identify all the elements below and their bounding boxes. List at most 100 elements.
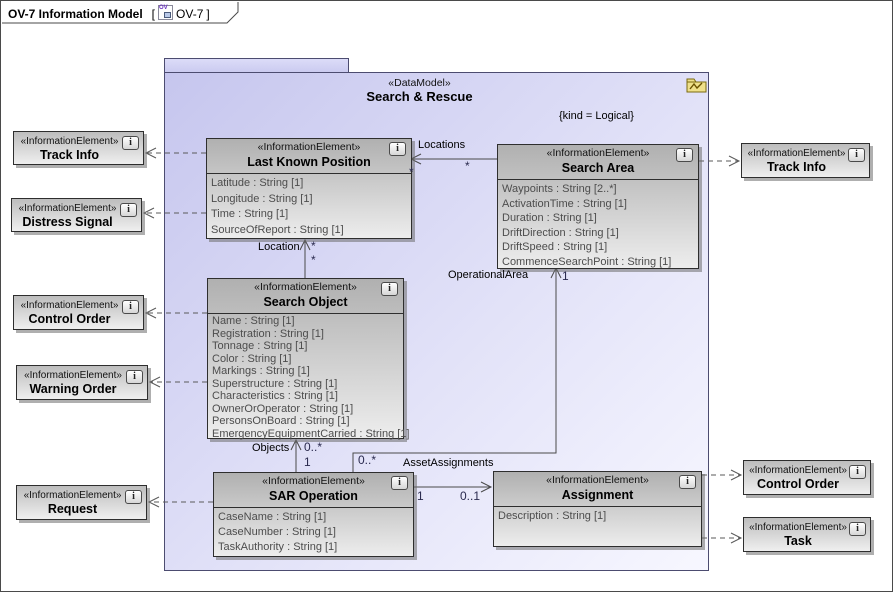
- external-control-order-right[interactable]: «InformationElement» Control Order i: [743, 460, 871, 495]
- stereotype: «InformationElement»: [24, 370, 122, 381]
- attribute: CaseName : String [1]: [218, 511, 327, 523]
- element-name: Track Info: [39, 148, 100, 162]
- class-name: SAR Operation: [269, 489, 358, 503]
- ov7-icon-text: OV: [159, 5, 168, 11]
- ov7-diagram-icon: OV: [158, 5, 174, 20]
- stereotype: «InformationElement»: [262, 475, 365, 487]
- ov7-icon-grid: [164, 12, 172, 18]
- element-name: Warning Order: [29, 382, 117, 396]
- info-icon[interactable]: i: [122, 300, 139, 314]
- class-sar-operation[interactable]: «InformationElement» SAR Operation i Cas…: [213, 472, 414, 557]
- attribute: EmergencyEquipmentCarried : String [1]: [212, 427, 410, 440]
- stereotype: «InformationElement»: [749, 465, 847, 476]
- class-header: «InformationElement» Search Area i: [498, 145, 698, 180]
- stereotype: «InformationElement»: [254, 281, 357, 293]
- class-name: Search Object: [263, 295, 348, 309]
- info-icon[interactable]: i: [391, 476, 408, 490]
- class-assignment[interactable]: «InformationElement» Assignment i Descri…: [493, 471, 702, 547]
- attribute: Color : String [1]: [212, 352, 292, 365]
- stereotype: «InformationElement»: [257, 141, 361, 153]
- attribute: Description : String [1]: [498, 510, 607, 522]
- dependency-distresssignal-arrowhead: [142, 207, 155, 219]
- class-name: Last Known Position: [247, 155, 371, 169]
- info-icon[interactable]: i: [849, 465, 866, 479]
- external-warning-order[interactable]: «InformationElement» Warning Order i: [16, 365, 148, 400]
- role-label-objects: Objects: [252, 442, 290, 454]
- info-icon[interactable]: i: [389, 142, 406, 156]
- dependency-controlorder-left-arrowhead: [144, 307, 157, 319]
- attribute-compartment: Waypoints : String [2..*] ActivationTime …: [498, 180, 698, 269]
- multiplicity: 1: [304, 455, 311, 469]
- element-name: Control Order: [757, 477, 839, 491]
- class-search-object[interactable]: «InformationElement» Search Object i Nam…: [207, 278, 410, 440]
- package-diagram-icon[interactable]: [686, 77, 708, 99]
- attribute: Duration : String [1]: [502, 212, 597, 224]
- info-icon[interactable]: i: [126, 370, 143, 384]
- stereotype: «InformationElement»: [20, 300, 119, 311]
- multiplicity: 0..*: [304, 440, 323, 454]
- package-stereotype: «DataModel»: [388, 77, 451, 89]
- attribute: Longitude : String [1]: [211, 192, 313, 205]
- attribute-compartment: Latitude : String [1] Longitude : String …: [207, 174, 411, 238]
- attribute-compartment: Description : String [1]: [494, 507, 701, 524]
- info-icon[interactable]: i: [676, 148, 693, 162]
- external-request[interactable]: «InformationElement» Request i: [16, 485, 147, 520]
- class-header: «InformationElement» Assignment i: [494, 472, 701, 507]
- attribute: DriftSpeed : String [1]: [502, 241, 608, 253]
- role-label-location: Location: [258, 241, 300, 253]
- multiplicity: 1: [562, 269, 569, 283]
- role-label-assetassignments: AssetAssignments: [403, 457, 494, 469]
- multiplicity: 1: [417, 489, 424, 503]
- multiplicity: 0..*: [358, 453, 377, 467]
- external-track-info-left[interactable]: «InformationElement» Track Info i: [13, 131, 144, 165]
- attribute: PersonsOnBoard : String [1]: [212, 415, 350, 427]
- class-search-area[interactable]: «InformationElement» Search Area i Waypo…: [497, 144, 699, 269]
- attribute: SourceOfReport : String [1]: [211, 223, 344, 236]
- external-task[interactable]: «InformationElement» Task i: [743, 517, 871, 552]
- attribute: OwnerOrOperator : String [1]: [212, 402, 354, 415]
- folder-icon: [686, 78, 707, 93]
- multiplicity: *: [311, 253, 316, 267]
- stereotype: «InformationElement»: [749, 522, 847, 533]
- class-name: Search Area: [561, 161, 635, 175]
- external-distress-signal[interactable]: «InformationElement» Distress Signal i: [11, 198, 142, 232]
- info-icon[interactable]: i: [679, 475, 696, 489]
- multiplicity: 0..1: [460, 489, 481, 503]
- class-header: «InformationElement» SAR Operation i: [214, 473, 413, 508]
- info-icon[interactable]: i: [381, 282, 398, 296]
- dependency-trackinfo-right-arrowhead: [728, 155, 741, 167]
- dependency-request-arrowhead: [147, 496, 160, 508]
- info-icon[interactable]: i: [122, 136, 139, 150]
- package-tab[interactable]: [164, 58, 349, 73]
- class-header: «InformationElement» Last Known Position…: [207, 139, 411, 174]
- bracket-close: ]: [206, 7, 210, 21]
- stereotype: «InformationElement»: [23, 490, 122, 501]
- attribute: Waypoints : String [2..*]: [502, 183, 617, 195]
- multiplicity: *: [409, 165, 414, 179]
- element-name: Distress Signal: [22, 215, 113, 229]
- info-icon[interactable]: i: [125, 490, 142, 504]
- stereotype: «InformationElement»: [747, 148, 846, 159]
- attribute-compartment: CaseName : String [1] CaseNumber : String…: [214, 508, 413, 555]
- stereotype: «InformationElement»: [20, 136, 119, 147]
- external-control-order-left[interactable]: «InformationElement» Control Order i: [13, 295, 144, 330]
- info-icon[interactable]: i: [849, 522, 866, 536]
- attribute: Characteristics : String [1]: [212, 390, 338, 402]
- attribute: CaseNumber : String [1]: [218, 526, 336, 538]
- dependency-controlorder-right-arrowhead: [730, 469, 743, 481]
- info-icon[interactable]: i: [848, 148, 865, 162]
- class-last-known-position[interactable]: «InformationElement» Last Known Position…: [206, 138, 412, 239]
- external-track-info-right[interactable]: «InformationElement» Track Info i: [741, 143, 870, 178]
- element-name: Control Order: [28, 312, 111, 326]
- attribute: Latitude : String [1]: [211, 177, 304, 189]
- element-name: Track Info: [766, 160, 827, 174]
- diagram-title: OV-7 Information Model: [8, 7, 143, 21]
- multiplicity: *: [311, 239, 316, 253]
- stereotype: «InformationElement»: [546, 147, 650, 159]
- attribute: Registration : String [1]: [212, 327, 324, 340]
- info-icon[interactable]: i: [120, 203, 137, 217]
- attribute: ActivationTime : String [1]: [502, 197, 627, 210]
- element-name: Task: [784, 534, 812, 548]
- stereotype: «InformationElement»: [546, 474, 649, 486]
